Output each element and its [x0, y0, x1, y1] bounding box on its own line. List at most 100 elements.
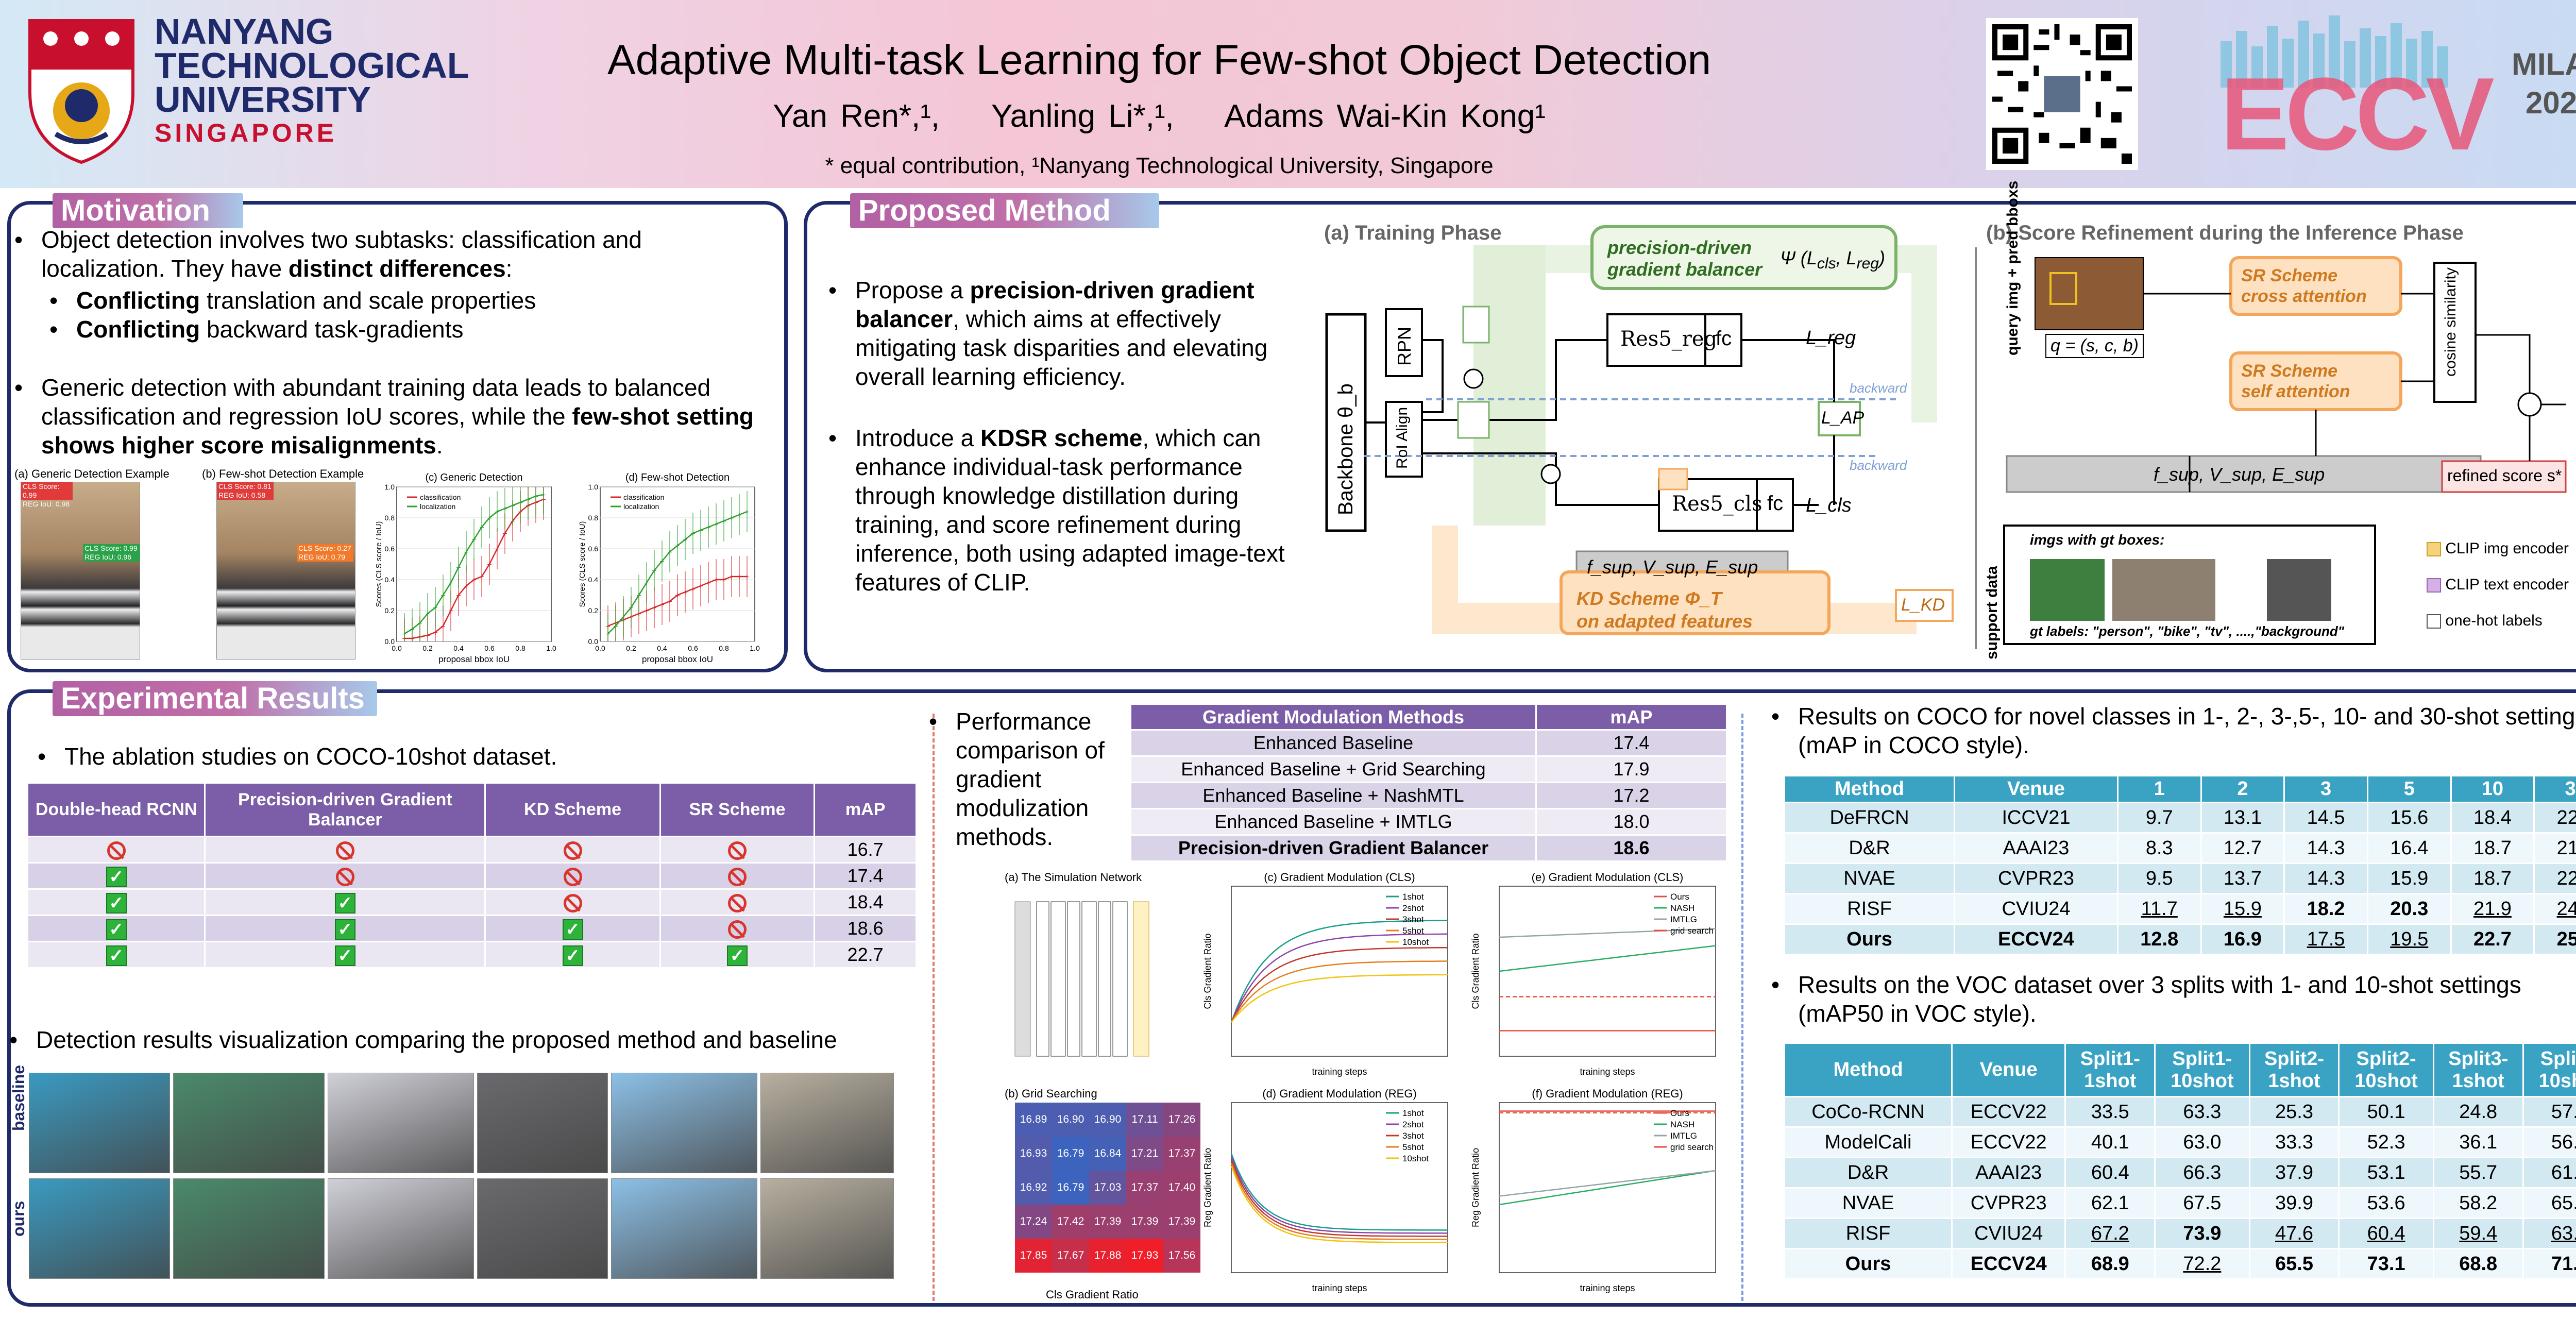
heatmap-cell: 16.84	[1089, 1137, 1126, 1171]
ban-icon	[728, 920, 747, 939]
heatmap-cell: 17.42	[1052, 1205, 1089, 1239]
sr-cross-line2: cross attention	[2241, 286, 2367, 306]
lreg-label: L_reg	[1806, 327, 1856, 349]
backward-label-2: backward	[1850, 458, 1907, 473]
table-cell: 21.9	[2450, 893, 2535, 925]
data-point: +	[652, 604, 656, 613]
authors: Yan Ren*,¹, Yanling Li*,¹, Adams Wai-Kin…	[567, 98, 1752, 134]
data-point: +	[541, 491, 546, 500]
tick-label: 0.6	[688, 644, 698, 652]
sim-frame	[1499, 886, 1716, 1057]
ban-icon	[107, 841, 126, 860]
table-cell: 17.2	[1535, 782, 1727, 809]
coco-header: 30	[2533, 775, 2576, 803]
data-point: +	[456, 564, 461, 572]
tick-label: 0.0	[595, 644, 605, 652]
ban-icon	[563, 841, 582, 860]
table-cell: ✓	[26, 915, 206, 942]
table-cell: 59.4	[2432, 1217, 2524, 1249]
sim-legend-label: grid search	[1670, 1142, 1714, 1152]
sr-self-line2: self attention	[2241, 382, 2350, 401]
table-row: ✓✓18.4	[26, 888, 917, 916]
table-cell: 8.3	[2116, 832, 2202, 864]
eccv-logo: ECCV MILANO 2024	[2210, 10, 2576, 175]
cosine-label: cosine similarity	[2442, 267, 2459, 377]
tag-b2: REG IoU: 0.58	[218, 491, 266, 499]
gradient-modulation-charts: (c) Gradient Modulation (CLS)training st…	[1202, 871, 1716, 1293]
tick-label: 0.4	[453, 644, 464, 652]
motivation-title: Motivation	[53, 193, 243, 228]
author-2: Yanling Li*,¹,	[991, 98, 1174, 134]
ban-icon	[728, 841, 747, 860]
tick-label: 0.6	[385, 545, 395, 553]
legend-text-encoder: CLIP text encoder	[2445, 576, 2569, 593]
table-cell: 56.0	[2522, 1126, 2576, 1158]
x-axis-label: proposal bbox IoU	[642, 654, 713, 664]
ablation-header: mAP	[814, 782, 917, 837]
sim-b-caption: (b) Grid Searching	[1005, 1087, 1097, 1100]
roi-label: RoI Align	[1394, 407, 1411, 469]
y-axis-label: Scores (CLS score / IoU)	[376, 521, 383, 607]
perf-text: Performance comparison of gradient modul…	[929, 707, 1126, 851]
data-point: +	[613, 622, 618, 631]
tick-label: 0.0	[385, 637, 395, 646]
sr-self-line1: SR Scheme	[2241, 361, 2338, 381]
tick-label: 0.8	[385, 514, 395, 522]
sim-legend-label: IMTLG	[1670, 1131, 1697, 1141]
data-point: +	[737, 511, 741, 520]
data-point: +	[744, 573, 749, 582]
heatmap-cell: 17.21	[1126, 1137, 1163, 1171]
detection-photo	[328, 1073, 474, 1173]
rpn-label: RPN	[1394, 326, 1415, 366]
heatmap-cell: 17.26	[1163, 1103, 1200, 1137]
heatmap-cell: 17.11	[1126, 1103, 1163, 1137]
tick-label: 0.4	[657, 644, 667, 652]
tick-label: 1.0	[588, 483, 599, 491]
method-title: Proposed Method	[850, 193, 1159, 228]
vis-ours-label: ours	[9, 1200, 28, 1237]
motivation-bullet-1: Object detection involves two subtasks: …	[14, 225, 762, 283]
sim-legend-label: 3shot	[1402, 915, 1424, 924]
detection-photo	[760, 1178, 894, 1279]
table-cell: 66.3	[2154, 1157, 2250, 1189]
table-cell: 15.9	[2200, 893, 2285, 925]
voc-header: Split1-10shot	[2154, 1042, 2250, 1097]
table-cell: 22.7	[814, 941, 917, 969]
tick-label: 0.0	[588, 637, 599, 646]
lkd-label: L_KD	[1901, 595, 1945, 615]
table-cell: 47.6	[2248, 1217, 2340, 1249]
method-b2-bold: KDSR scheme	[980, 425, 1143, 451]
table-cell: CVPR23	[1954, 863, 2119, 894]
table-cell: 65.5	[2522, 1187, 2576, 1219]
legend-label: localization	[420, 502, 455, 511]
table-cell: 18.4	[2450, 802, 2535, 834]
balancer-line1: precision-driven	[1607, 237, 1752, 258]
table-cell: ✓	[26, 888, 206, 916]
res5-cls-label: Res5_cls	[1672, 492, 1762, 516]
data-point: +	[487, 514, 492, 523]
divider-right	[1741, 714, 1743, 1301]
detection-photo	[477, 1178, 608, 1279]
support-label: support data	[1984, 566, 2001, 660]
detection-photo	[173, 1178, 325, 1279]
data-point: +	[706, 579, 710, 588]
legend-img-encoder: CLIP img encoder	[2445, 540, 2569, 557]
table-cell	[659, 836, 816, 864]
qr-code-icon[interactable]	[1986, 18, 2138, 170]
table-cell: 17.4	[1535, 729, 1727, 757]
tag-b4: REG IoU: 0.79	[298, 553, 346, 561]
data-point: +	[495, 545, 499, 554]
table-cell: CVPR23	[1951, 1187, 2066, 1219]
table-cell: Enhanced Baseline + IMTLG	[1130, 808, 1537, 836]
sim-line-10shot	[1230, 1165, 1448, 1243]
backward-label-1: backward	[1850, 380, 1907, 396]
method-bullet-2: Introduce a KDSR scheme, which can enhan…	[828, 424, 1288, 597]
x-axis-label: proposal bbox IoU	[438, 654, 510, 664]
table-cell	[659, 862, 816, 890]
balancer-label: precision-driven gradient balancer	[1607, 237, 1762, 280]
table-cell: NVAE	[1783, 863, 1956, 894]
